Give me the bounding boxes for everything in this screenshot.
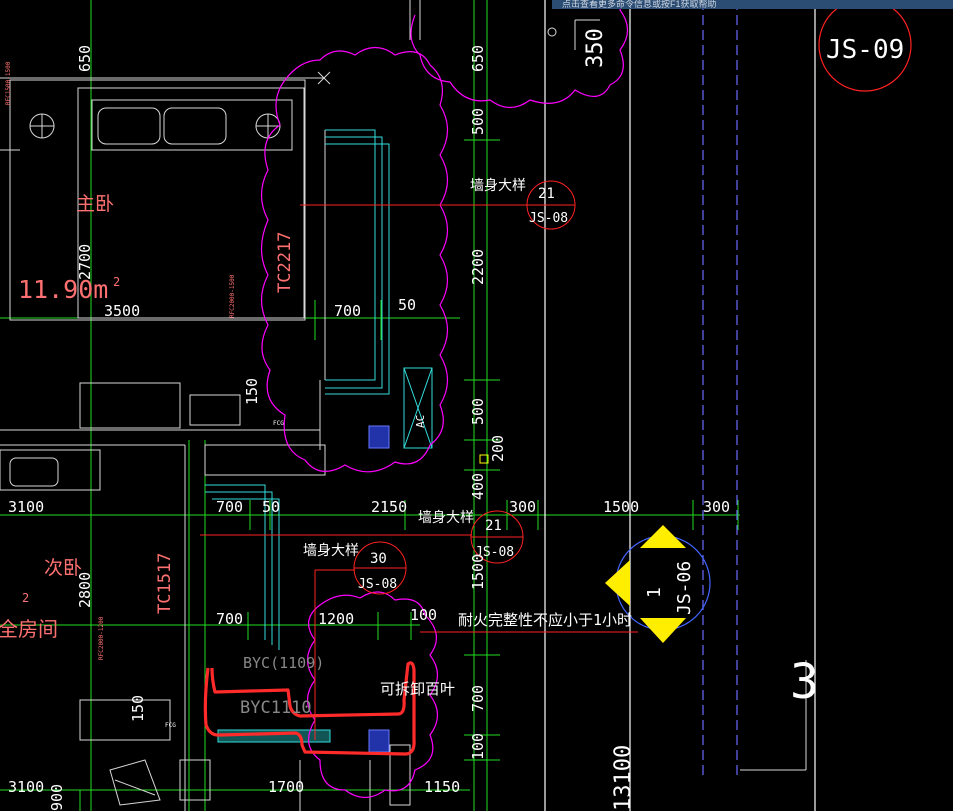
dim-50-mid: 50 xyxy=(262,498,280,516)
dim-350: 350 xyxy=(583,28,608,68)
review-markup-outline xyxy=(203,661,416,756)
dim-150-upper: 150 xyxy=(243,378,261,405)
window-tag-byc1110: BYC1110 xyxy=(240,698,312,718)
section-ref: JS-06 xyxy=(674,561,695,615)
room-area-master: 11.90m xyxy=(18,275,108,304)
callout-lines xyxy=(200,180,638,740)
dashed-blue-lines xyxy=(702,0,738,780)
window-tag-byc1109: BYC(1109) xyxy=(243,654,324,672)
dimension-texts: 2500 650 650 500 2200 500 200 400 1500 7… xyxy=(8,28,730,811)
dimension-lines xyxy=(0,0,740,811)
dim-1500-h: 1500 xyxy=(603,498,639,516)
dim-1700: 1700 xyxy=(268,778,304,796)
room-name-safe: 全房间 xyxy=(0,617,58,641)
dim-2150: 2150 xyxy=(371,498,407,516)
dim-100-h: 100 xyxy=(410,606,437,624)
dim-1500-v: 1500 xyxy=(469,554,487,590)
dim-100-v: 100 xyxy=(469,733,487,760)
dim-50-upper: 50 xyxy=(398,296,416,314)
callout-js09: JS-09 xyxy=(826,35,904,65)
callout-30-num: 30 xyxy=(370,551,387,567)
dim-3500: 3500 xyxy=(104,302,140,320)
command-tooltip: 点击查看更多命令信息或按F1获取帮助 xyxy=(552,0,953,9)
ac-unit-label: AC xyxy=(414,415,427,428)
section-num: 1 xyxy=(644,587,665,598)
dim-900: 900 xyxy=(48,784,66,811)
dim-700-mid: 700 xyxy=(216,498,243,516)
dim-300-a: 300 xyxy=(509,498,536,516)
callout-21-mid-ref: JS-08 xyxy=(475,545,514,560)
window-frames xyxy=(205,129,433,743)
dim-2200-right: 2200 xyxy=(469,249,487,285)
column-blocks xyxy=(368,425,489,753)
room-name-master: 主卧 xyxy=(76,193,114,215)
wall-detail-label-lower: 墙身大样 xyxy=(303,543,359,559)
dim-700-v: 700 xyxy=(469,685,487,712)
callout-texts: 墙身大样 21 JS-08 墙身大样 21 JS-08 墙身大样 30 JS-0… xyxy=(165,35,904,729)
room-area-sup-second: 2 xyxy=(22,591,29,605)
window-tag-rfc-a: RFC2000-1500 xyxy=(229,274,236,318)
louver-note: 可拆卸百叶 xyxy=(380,680,455,698)
dim-2700: 2700 xyxy=(76,244,94,280)
dim-3100-top: 3100 xyxy=(8,498,44,516)
dim-650-left: 650 xyxy=(76,45,94,72)
dim-200: 200 xyxy=(489,435,507,462)
fcg-label-lower: FCG xyxy=(165,722,176,729)
grid-axis-3: 3 xyxy=(790,654,819,710)
callout-21-top-ref: JS-08 xyxy=(529,211,568,226)
dim-3100-bottom: 3100 xyxy=(8,778,44,796)
callout-30-ref: JS-08 xyxy=(358,577,397,592)
dim-500-mid: 500 xyxy=(469,398,487,425)
walls xyxy=(0,0,807,811)
dim-700-upper: 700 xyxy=(334,302,361,320)
tree-canopy xyxy=(260,0,629,799)
dim-700-lower: 700 xyxy=(216,610,243,628)
callout-21-mid-num: 21 xyxy=(485,518,502,534)
wall-detail-label-mid: 墙身大样 xyxy=(418,510,474,526)
dim-1150: 1150 xyxy=(424,778,460,796)
dim-400: 400 xyxy=(469,473,487,500)
dim-150-lower: 150 xyxy=(129,695,147,722)
dim-500-top: 500 xyxy=(469,108,487,135)
callout-21-top-num: 21 xyxy=(538,186,555,202)
room-labels: 主卧 11.90m 2 次卧 2 全房间 TC2217 TC1517 RFC20… xyxy=(0,61,295,660)
room-name-second: 次卧 xyxy=(44,557,82,579)
section-marker[interactable] xyxy=(605,525,711,643)
window-type-labels: BYC(1109) BYC1110 xyxy=(240,654,324,718)
dim-13100: 13100 xyxy=(611,745,636,811)
dim-300-b: 300 xyxy=(703,498,730,516)
structural-lines xyxy=(544,0,816,811)
dim-650-right: 650 xyxy=(469,45,487,72)
js09-callout-circle xyxy=(818,0,912,92)
window-tag-rfc-c: RFC1500-1500 xyxy=(5,61,12,105)
window-tag-tc2217: TC2217 xyxy=(275,232,295,293)
fire-rating-note: 耐火完整性不应小于1小时 xyxy=(458,611,632,629)
dim-2800: 2800 xyxy=(76,572,94,608)
room-area-sup-master: 2 xyxy=(113,275,120,289)
window-tag-rfc-b: RFC2000-1200 xyxy=(98,616,105,660)
fcg-label-upper: FCG xyxy=(273,420,284,427)
dim-1200: 1200 xyxy=(318,610,354,628)
wall-detail-label-top: 墙身大样 xyxy=(470,178,526,194)
window-tag-tc1517: TC1517 xyxy=(155,553,175,614)
